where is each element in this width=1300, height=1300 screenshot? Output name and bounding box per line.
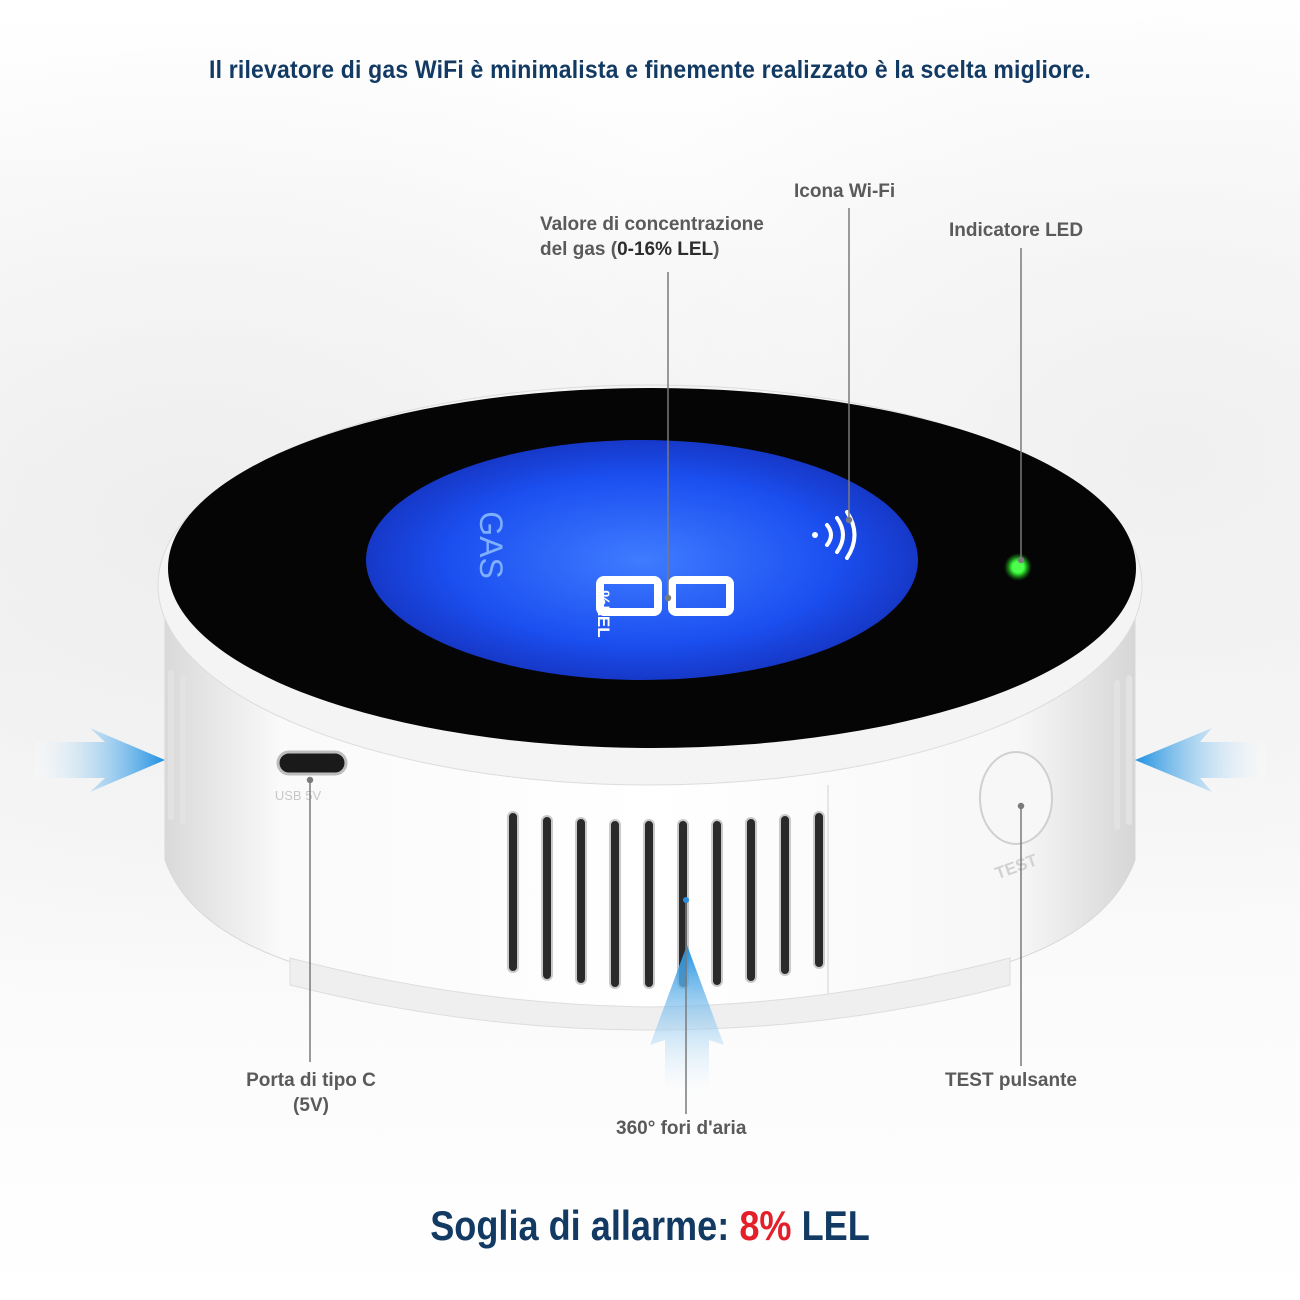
usb-c-port[interactable] [276, 750, 348, 776]
headline: Il rilevatore di gas WiFi è minimalista … [209, 56, 1091, 84]
alarm-threshold: Soglia di allarme: 8% LEL [91, 1202, 1209, 1250]
label-gas-value: Valore di concentrazione del gas (0-16% … [540, 212, 764, 262]
lcd-screen [366, 440, 918, 680]
side-vents-right [1114, 675, 1132, 830]
callout-lines [306, 208, 1025, 1114]
label-air-holes: 360° fori d'aria [616, 1118, 747, 1139]
label-gas-value-line2: del gas (0-16% LEL) [540, 239, 720, 260]
air-vents [507, 811, 825, 989]
display-digits [596, 576, 734, 616]
test-button[interactable] [979, 751, 1053, 845]
label-wifi-icon: Icona Wi-Fi [794, 181, 896, 202]
label-usb-port: Porta di tipo C (5V) [240, 1068, 382, 1118]
device-foot [289, 957, 1011, 1031]
label-usb-port-line2: (5V) [293, 1095, 329, 1116]
alarm-threshold-unit: LEL [791, 1202, 870, 1249]
display-unit: %LEL [594, 590, 613, 637]
airflow-arrow-up [650, 945, 724, 1095]
label-gas-value-line1: Valore di concentrazione [540, 214, 764, 235]
airflow-arrow-right [1135, 728, 1265, 792]
label-test-button: TEST pulsante [945, 1070, 1077, 1091]
port-marking: USB 5V [275, 788, 322, 803]
alarm-threshold-value: 8% [739, 1202, 792, 1249]
label-usb-port-line1: Porta di tipo C [246, 1070, 376, 1091]
display-word: GAS [473, 511, 509, 579]
side-vents-left [168, 670, 186, 825]
alarm-threshold-prefix: Soglia di allarme: [430, 1202, 740, 1249]
airflow-arrow-left [35, 728, 165, 792]
label-led-indicator: Indicatore LED [949, 220, 1084, 241]
